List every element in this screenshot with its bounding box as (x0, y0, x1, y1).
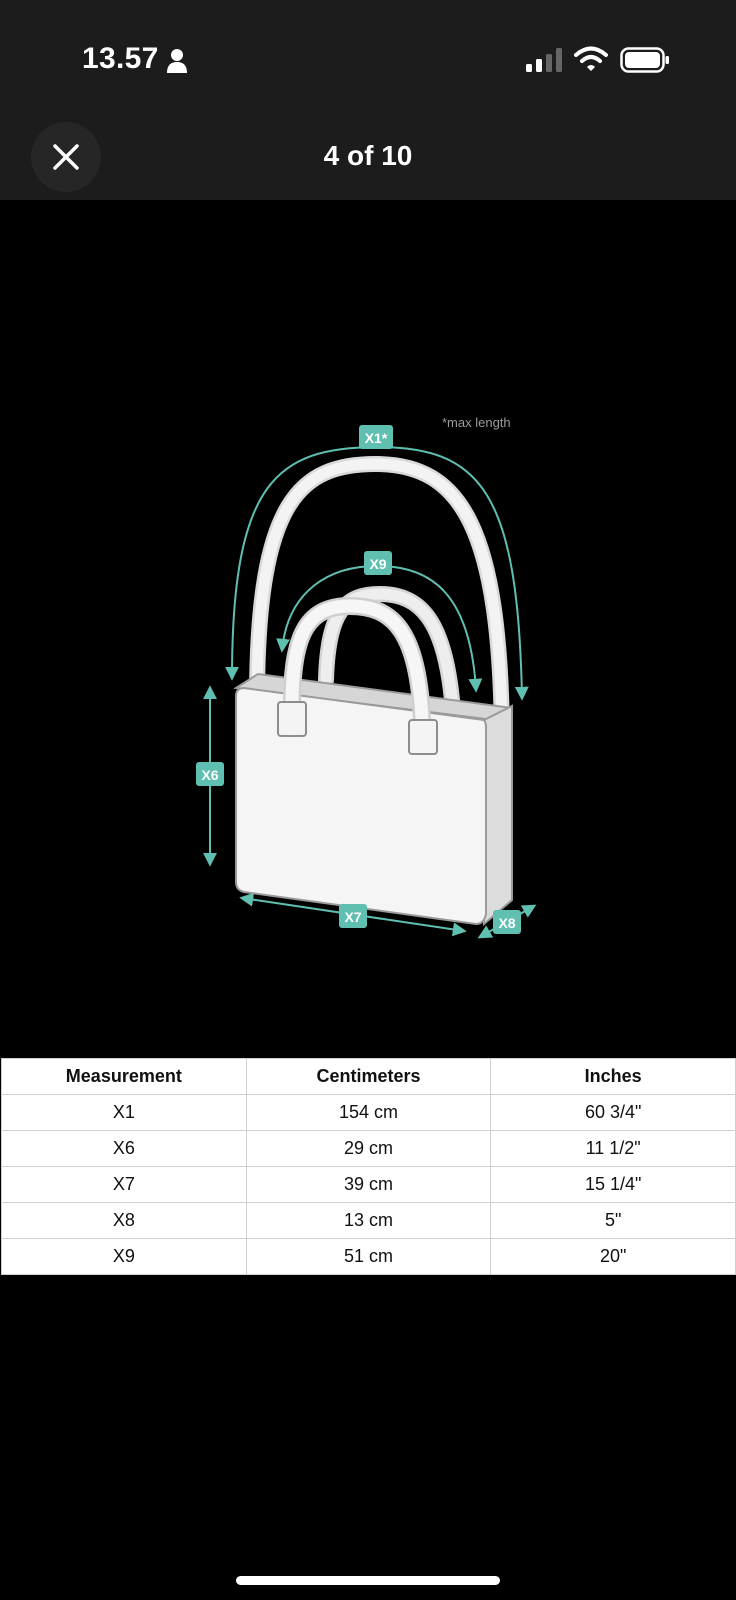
right-handle-tab (408, 719, 438, 755)
x8-label: X8 (493, 910, 521, 934)
person-icon (167, 49, 187, 73)
signal-icon (526, 48, 562, 72)
header-inches: Inches (490, 1058, 736, 1095)
x1-label: X1* (359, 425, 393, 449)
table-header-row: Measurement Centimeters Inches (1, 1058, 736, 1095)
svg-text:X7: X7 (344, 909, 361, 925)
cell-centimeters: 29 cm (245, 1130, 492, 1167)
cell-measurement: X7 (1, 1166, 247, 1203)
x9-label: X9 (364, 551, 392, 575)
max-length-note: *max length (442, 415, 511, 430)
bag-measurement-illustration: *max length (0, 200, 736, 1056)
cell-inches: 60 3/4" (490, 1094, 736, 1131)
table-row: X9 51 cm 20" (1, 1238, 736, 1275)
table-row: X8 13 cm 5" (1, 1202, 736, 1239)
bag-diagram: *max length (196, 415, 537, 939)
status-time: 13.57 (82, 42, 159, 75)
cell-measurement: X8 (1, 1202, 247, 1239)
close-button[interactable] (31, 122, 101, 192)
table-row: X7 39 cm 15 1/4" (1, 1166, 736, 1203)
size-chart-table: Measurement Centimeters Inches X1 154 cm… (1, 1058, 736, 1275)
x6-label: X6 (196, 762, 224, 786)
cell-measurement: X1 (1, 1094, 247, 1131)
cell-inches: 20" (490, 1238, 736, 1275)
close-icon (53, 144, 79, 170)
battery-icon (620, 47, 669, 73)
table-row: X1 154 cm 60 3/4" (1, 1094, 736, 1131)
table-row: X6 29 cm 11 1/2" (1, 1130, 736, 1167)
header-measurement: Measurement (1, 1058, 247, 1095)
header-centimeters: Centimeters (245, 1058, 492, 1095)
wifi-icon (574, 46, 608, 71)
cell-inches: 15 1/4" (490, 1166, 736, 1203)
bag-side-face (483, 704, 513, 927)
home-indicator[interactable] (236, 1576, 500, 1585)
left-handle-tab (277, 701, 307, 737)
svg-text:X6: X6 (201, 767, 218, 783)
svg-text:X8: X8 (498, 915, 515, 931)
bag-front-face (235, 686, 487, 926)
svg-text:X1*: X1* (365, 430, 388, 446)
cell-measurement: X9 (1, 1238, 247, 1275)
page-counter: 4 of 10 (323, 140, 413, 171)
cell-centimeters: 154 cm (245, 1094, 492, 1131)
cell-centimeters: 51 cm (245, 1238, 492, 1275)
cell-inches: 11 1/2" (490, 1130, 736, 1167)
x7-label: X7 (339, 904, 367, 928)
svg-text:X9: X9 (369, 556, 386, 572)
cell-inches: 5" (490, 1202, 736, 1239)
cell-centimeters: 13 cm (245, 1202, 492, 1239)
viewer-top-bar: 13.57 4 of 10 (0, 0, 736, 200)
cell-centimeters: 39 cm (245, 1166, 492, 1203)
cell-measurement: X6 (1, 1130, 247, 1167)
